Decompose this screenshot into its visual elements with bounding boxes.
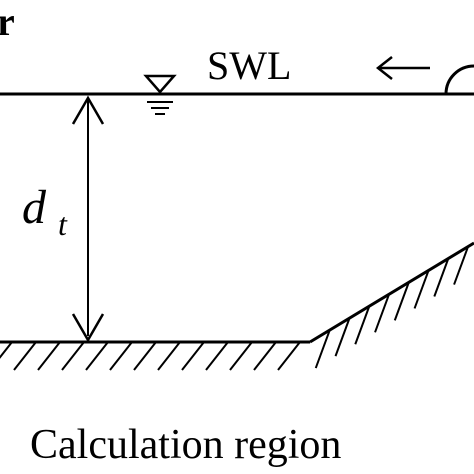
seabed-hatch-mark [109,341,133,371]
seabed-hatch-mark [205,341,229,371]
semicircle-wave-icon [444,64,474,95]
depth-label: d t [22,181,68,242]
slope-line [309,241,474,344]
seabed-hatch-mark [61,341,85,371]
slope-hatch-mark [413,270,430,309]
seabed-hatch-mark [157,341,181,371]
seabed-hatch-mark [253,341,277,371]
seabed-hatch-mark [0,341,13,359]
slope-hatch-mark [453,246,470,285]
slope-hatch-mark [334,317,351,357]
depth-subscript: t [58,206,68,242]
swl-label: SWL [207,43,291,88]
slope-hatch-mark [433,258,450,297]
slope-hatching [314,246,470,369]
water-level-marker-icon [143,74,177,115]
corner-label-fragment: r [0,0,15,44]
slope-hatch-mark [374,293,390,333]
seabed-hatch-mark [13,341,37,371]
slope-hatch-mark [314,329,331,369]
depth-dimension-arrow-icon [71,95,105,343]
slope-hatch-mark [393,282,410,321]
seabed-hatch-mark [181,341,205,371]
seabed-hatch-mark [133,341,157,371]
seabed-hatch-mark [37,341,61,371]
seabed-hatch-mark [229,341,253,371]
calculation-region-caption: Calculation region [30,422,341,468]
seabed-hatch-mark [277,341,301,371]
left-arrow-icon [375,56,430,80]
seabed-hatching [0,341,301,371]
depth-symbol: d [22,181,47,234]
slope-hatch-mark [354,305,371,345]
seabed-hatch-mark [85,341,109,371]
